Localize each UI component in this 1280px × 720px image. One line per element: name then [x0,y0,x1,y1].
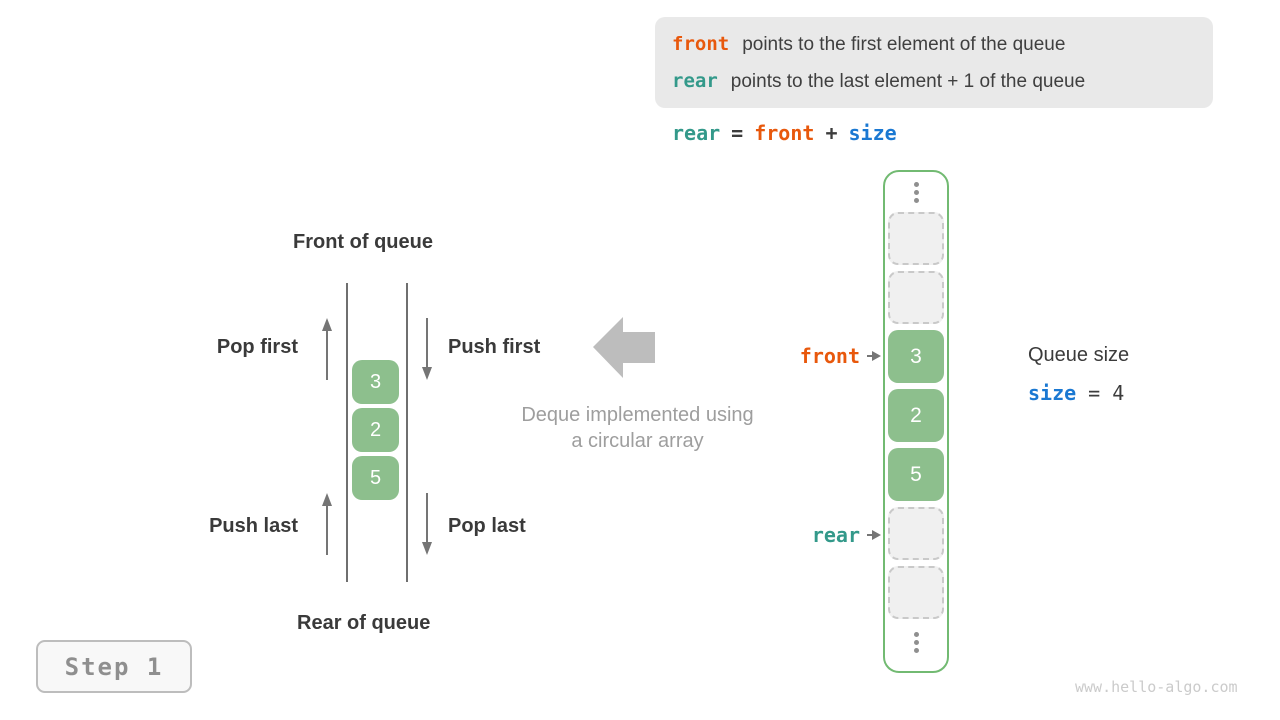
front-explanation-text: points to the first element of the queue [742,33,1066,55]
big-left-arrow-icon [593,317,655,378]
pop-first-label: Pop first [216,336,298,358]
front-keyword: front [672,32,730,55]
push-last-arrow-icon [320,493,334,555]
rear-explanation-text: points to the last element + 1 of the qu… [730,70,1086,92]
queue-channel-left-line [346,283,348,582]
formula-plus: + [825,121,838,145]
pointer-explanation-box: front points to the first element of the… [655,17,1213,108]
array-cell-front: 3 [888,330,944,383]
front-pointer-label: front [799,344,860,368]
size-equals: = [1088,381,1101,405]
caption-line-2: a circular array [571,430,704,452]
array-cell: 5 [888,448,944,501]
rear-pointer: rear [740,523,881,547]
ellipsis-icon [885,182,947,203]
caption-line-1: Deque implemented using [521,404,754,426]
queue-element: 3 [352,360,399,404]
circular-array-container: 3 2 5 [883,170,949,673]
queue-channel-right-line [406,283,408,582]
rear-keyword: rear [672,69,718,92]
push-first-arrow-icon [420,318,434,380]
pop-first-arrow-icon [320,318,334,380]
formula-rear: rear [672,121,721,145]
rear-of-queue-label: Rear of queue [297,612,431,634]
array-cell-rear [888,507,944,560]
queue-element: 5 [352,456,399,500]
array-cell-empty [888,271,944,324]
size-keyword: size [1028,381,1077,405]
rear-explanation-row: rear points to the last element + 1 of t… [672,63,1213,100]
array-cell-empty [888,212,944,265]
front-pointer-arrow-icon [867,351,881,361]
array-cell-empty [888,566,944,619]
front-of-queue-label: Front of queue [293,231,433,253]
front-pointer: front [740,344,881,368]
diagram-caption: Deque implemented using a circular array [480,402,795,454]
formula-size: size [848,121,897,145]
pop-last-arrow-icon [420,493,434,555]
front-explanation-row: front points to the first element of the… [672,26,1213,63]
queue-size-value-line: size = 4 [1028,381,1124,405]
array-cell: 2 [888,389,944,442]
rear-pointer-arrow-icon [867,530,881,540]
rear-pointer-label: rear [811,523,860,547]
queue-size-title: Queue size [1028,344,1130,366]
pointer-formula: rear = front + size [672,121,897,145]
push-first-label: Push first [448,336,541,358]
ellipsis-icon [885,632,947,653]
pop-last-label: Pop last [448,515,526,537]
formula-front: front [754,121,815,145]
formula-equals: = [731,121,744,145]
step-badge: Step 1 [36,640,192,693]
watermark: www.hello-algo.com [1075,678,1238,696]
queue-element: 2 [352,408,399,452]
push-last-label: Push last [209,515,298,537]
size-value: 4 [1112,381,1125,405]
